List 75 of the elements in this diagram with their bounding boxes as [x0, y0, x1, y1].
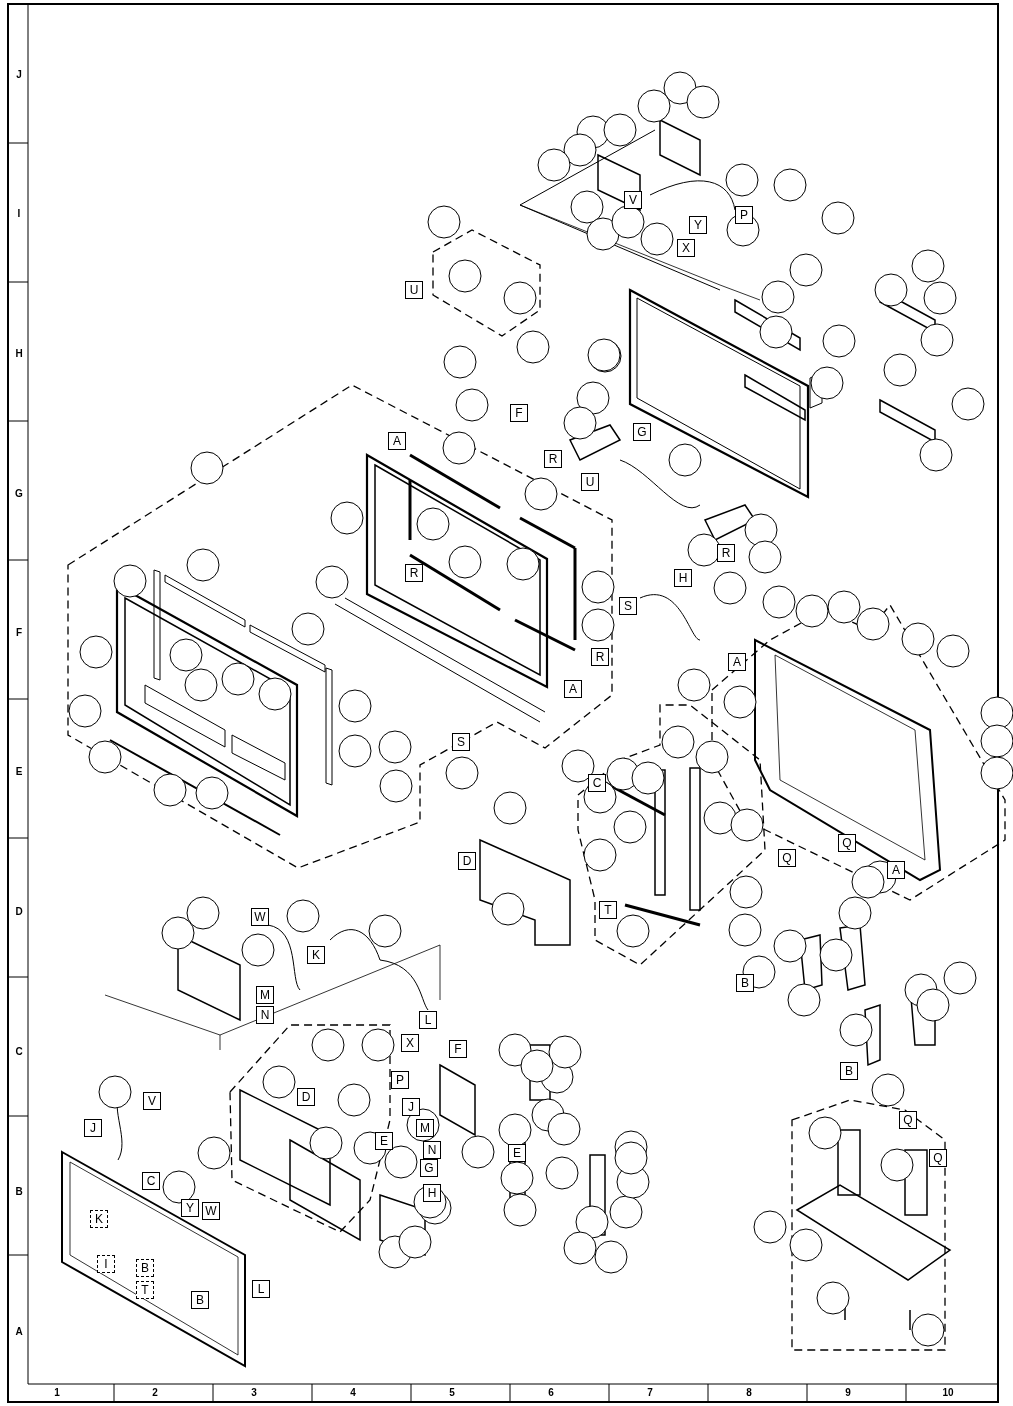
- callout-letter: N: [423, 1141, 441, 1159]
- grid-reference: 4: [349, 1386, 357, 1400]
- callout-letter: R: [544, 450, 562, 468]
- callout-letter: R: [591, 648, 609, 666]
- callout-letter: H: [423, 1184, 441, 1202]
- callout-letter: A: [388, 432, 406, 450]
- callout-letter: G: [420, 1159, 438, 1177]
- callout-letter: E: [508, 1144, 526, 1162]
- callout-letter: B: [736, 974, 754, 992]
- grid-reference: J: [15, 68, 23, 82]
- callout-letter: S: [452, 733, 470, 751]
- callout-letter: Q: [899, 1111, 917, 1129]
- callout-letter: M: [416, 1119, 434, 1137]
- callout-letter: R: [405, 564, 423, 582]
- grid-reference: C: [14, 1045, 24, 1059]
- callout-letter: S: [619, 597, 637, 615]
- callout-letter: U: [405, 281, 423, 299]
- callout-letter: Q: [838, 834, 856, 852]
- grid-reference: 8: [745, 1386, 753, 1400]
- callout-letter: W: [202, 1202, 220, 1220]
- callout-letter: U: [581, 473, 599, 491]
- callout-letter: V: [143, 1092, 161, 1110]
- callout-letter: H: [674, 569, 692, 587]
- callout-letter: L: [252, 1280, 270, 1298]
- grid-reference: 1: [53, 1386, 61, 1400]
- callout-letter: A: [887, 861, 905, 879]
- callout-letter: P: [391, 1071, 409, 1089]
- grid-reference: 7: [646, 1386, 654, 1400]
- grid-reference: 3: [250, 1386, 258, 1400]
- callout-letter: C: [588, 774, 606, 792]
- grid-reference: A: [14, 1325, 24, 1339]
- callout-letter: Y: [181, 1199, 199, 1217]
- callout-letter: Y: [689, 216, 707, 234]
- callout-letter: Q: [778, 849, 796, 867]
- callout-letter: T: [136, 1281, 154, 1299]
- callout-letter: W: [251, 908, 269, 926]
- callout-letter: G: [633, 423, 651, 441]
- callout-letter: E: [375, 1132, 393, 1150]
- grid-reference: 10: [941, 1386, 955, 1400]
- callout-letter: I: [97, 1255, 115, 1273]
- callout-letter: J: [402, 1098, 420, 1116]
- grid-reference: 9: [844, 1386, 852, 1400]
- callout-letter: F: [449, 1040, 467, 1058]
- callout-letter: X: [677, 239, 695, 257]
- grid-reference: E: [14, 765, 24, 779]
- callout-letter: T: [599, 901, 617, 919]
- grid-reference: 5: [448, 1386, 456, 1400]
- callout-letter: C: [142, 1172, 160, 1190]
- callout-letter: A: [564, 680, 582, 698]
- grid-reference: D: [14, 905, 24, 919]
- callout-letter: K: [307, 946, 325, 964]
- callout-letter: F: [510, 404, 528, 422]
- callout-letter: J: [84, 1119, 102, 1137]
- grid-reference: F: [14, 626, 24, 640]
- grid-reference: 2: [151, 1386, 159, 1400]
- callout-letter: B: [191, 1291, 209, 1309]
- grid-reference: G: [14, 487, 24, 501]
- callout-letter: M: [256, 986, 274, 1004]
- grid-reference: H: [14, 347, 24, 361]
- callout-letter: B: [136, 1259, 154, 1277]
- callout-letter: N: [256, 1006, 274, 1024]
- grid-reference: B: [14, 1185, 24, 1199]
- callout-letter: D: [297, 1088, 315, 1106]
- callout-letter: P: [735, 206, 753, 224]
- callout-letter: K: [90, 1210, 108, 1228]
- callout-letter: R: [717, 544, 735, 562]
- callout-letter: B: [840, 1062, 858, 1080]
- callout-letter: L: [419, 1011, 437, 1029]
- callout-letter: Q: [929, 1149, 947, 1167]
- callout-letter: X: [401, 1034, 419, 1052]
- callout-letter: D: [458, 852, 476, 870]
- grid-reference: I: [16, 207, 22, 221]
- callout-letter: A: [728, 653, 746, 671]
- grid-reference: 6: [547, 1386, 555, 1400]
- callout-letter: V: [624, 191, 642, 209]
